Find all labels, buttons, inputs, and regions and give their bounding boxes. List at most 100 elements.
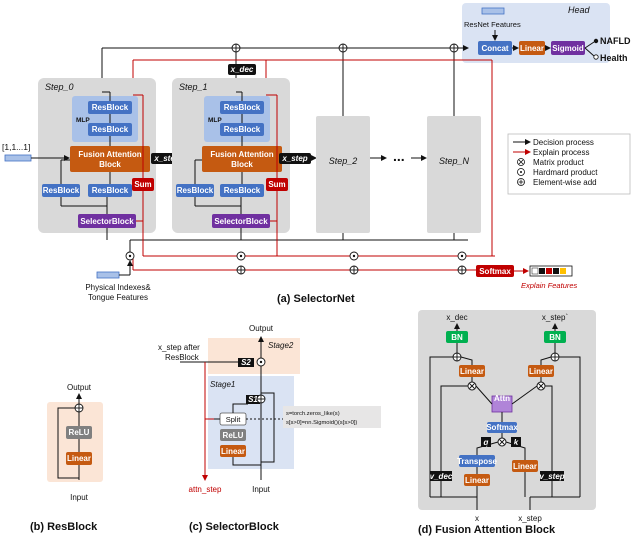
head-linear-block	[519, 41, 545, 55]
step-1-resblock-left-label: ResBlock	[177, 186, 214, 195]
hadamard-dots	[128, 254, 464, 258]
step-1-resblock-mid-label: ResBlock	[224, 186, 261, 195]
softmax-label: Softmax	[479, 267, 511, 276]
step-0-panel: Step_0 MLP ResBlock ResBlock Fusion Atte…	[38, 78, 156, 233]
selectorblock-figure: Output x_step after ResBlock Stage2 Stag…	[158, 324, 381, 494]
fusion-linear-bottom-left-label: Linear	[465, 476, 489, 485]
selector-s1-tag	[246, 395, 260, 404]
selector-linear	[220, 445, 246, 457]
selector-xstep-1: x_step after	[158, 343, 200, 352]
step-0-resblock-a-label: ResBlock	[92, 103, 129, 112]
selector-xstep-2: ResBlock	[165, 353, 200, 362]
step-0-sum-block	[132, 178, 154, 191]
resblock-relu	[66, 426, 92, 439]
step-1-resblock-b	[220, 123, 264, 136]
selector-s2-tag	[238, 358, 254, 367]
physical-label-1: Physical Indexes&	[85, 283, 151, 292]
fusion-vstep-tag	[540, 471, 564, 481]
fusion-xstep-out: x_step`	[542, 313, 569, 322]
step-1-fusion-block	[202, 146, 282, 172]
step-0-resblock-left	[42, 184, 80, 197]
fusion-linear-top-right	[528, 365, 554, 377]
step-2-label: Step_2	[329, 156, 358, 166]
bottom-decision-bus	[106, 228, 468, 252]
step-1-fusion-label-1: Fusion Attention	[210, 150, 273, 159]
step-n-label: Step_N	[439, 156, 470, 166]
resblock-input: Input	[70, 493, 89, 502]
step-n-panel: Step_N	[427, 116, 481, 233]
resnet-feature-vector	[481, 7, 505, 15]
head-sigmoid-block	[551, 41, 585, 55]
caption-fusion: (d) Fusion Attention Block	[418, 524, 556, 536]
steps-ellipsis: ...	[393, 148, 405, 164]
selector-relu	[220, 429, 246, 441]
step-0-selector-block	[78, 214, 136, 228]
explain-features-label: Explain Features	[521, 281, 578, 290]
step-1-resblock-a	[220, 101, 264, 114]
legend-explain: Explain process	[533, 148, 589, 157]
fusion-bn-left-label: BN	[451, 333, 463, 342]
selector-s1-label: S1	[248, 395, 258, 404]
resblock-linear	[66, 452, 92, 465]
input-vector-label: [1,1...1]	[2, 142, 30, 152]
fusion-linear-bottom-right-label: Linear	[513, 462, 537, 471]
fusion-vdec-label: v_dec	[430, 472, 453, 481]
resblock-output: Output	[67, 383, 92, 392]
fusion-bn-right	[544, 331, 566, 343]
fusion-softmax	[487, 422, 517, 433]
fusion-linear-bottom-left	[464, 474, 490, 486]
step-0-fusion-label-1: Fusion Attention	[78, 150, 141, 159]
fusion-vdec-tag	[430, 471, 452, 481]
fusion-xdec-out: x_dec	[446, 313, 467, 322]
selector-code-1: s=torch.zeros_like(s)	[286, 411, 340, 417]
legend-matrix: Matrix product	[533, 158, 584, 167]
resblock-relu-label: ReLU	[69, 428, 90, 437]
selector-attn-step: attn_step	[189, 485, 222, 494]
fusion-bn-right-label: BN	[549, 333, 561, 342]
selector-s2-label: S2	[241, 358, 251, 367]
step-1-resblock-a-label: ResBlock	[224, 103, 261, 112]
head-concat-label: Concat	[481, 44, 508, 53]
caption-selectornet: (a) SelectorNet	[277, 293, 355, 305]
legend-decision: Decision process	[533, 138, 594, 147]
step-1-fusion-label-2: Block	[231, 160, 253, 169]
selector-code-box	[283, 406, 381, 428]
step-0-fusion-label-2: Block	[99, 160, 121, 169]
fusion-k-tag	[511, 437, 521, 447]
fusion-linear-top-left	[459, 365, 485, 377]
step-2-panel: Step_2	[316, 116, 370, 233]
selector-linear-label: Linear	[221, 447, 245, 456]
nafld-output-dot	[593, 38, 599, 44]
fusion-linear-top-right-label: Linear	[529, 367, 553, 376]
fusion-q-tag	[481, 437, 491, 447]
legend-add: Element-wise add	[533, 178, 597, 187]
fusion-q-label: q	[484, 438, 489, 447]
selector-split-label: Split	[226, 415, 242, 424]
legend: Decision process Explain process Matrix …	[507, 133, 631, 195]
selector-stage1-label: Stage1	[210, 380, 235, 389]
selector-stage2-label: Stage2	[268, 341, 294, 350]
fusion-x-in: x	[475, 514, 479, 523]
softmax-block	[476, 265, 514, 277]
step-0-resblock-a	[88, 101, 132, 114]
physical-label-2: Tongue Features	[88, 293, 148, 302]
input-vector	[4, 154, 32, 162]
x-step-tag-1	[279, 153, 311, 164]
step-1-mlp-label: MLP	[208, 117, 222, 124]
step-1-selector-label: SelectorBlock	[214, 217, 268, 226]
selector-stage2-panel	[208, 338, 300, 374]
health-output-dot	[593, 54, 599, 60]
x-step-tag-1-label: x_step	[281, 154, 307, 163]
decision-bus	[101, 45, 469, 116]
head-sigmoid-label: Sigmoid	[552, 44, 584, 53]
step-0-fusion-block	[70, 146, 150, 172]
step-0-label: Step_0	[45, 82, 74, 92]
step-0-resblock-b-label: ResBlock	[92, 125, 129, 134]
fusion-k-label: k	[514, 438, 519, 447]
selector-relu-label: ReLU	[223, 431, 244, 440]
step-0-resblock-b	[88, 123, 132, 136]
step-0-mlp-label: MLP	[76, 117, 90, 124]
step-1-selector-block	[212, 214, 270, 228]
